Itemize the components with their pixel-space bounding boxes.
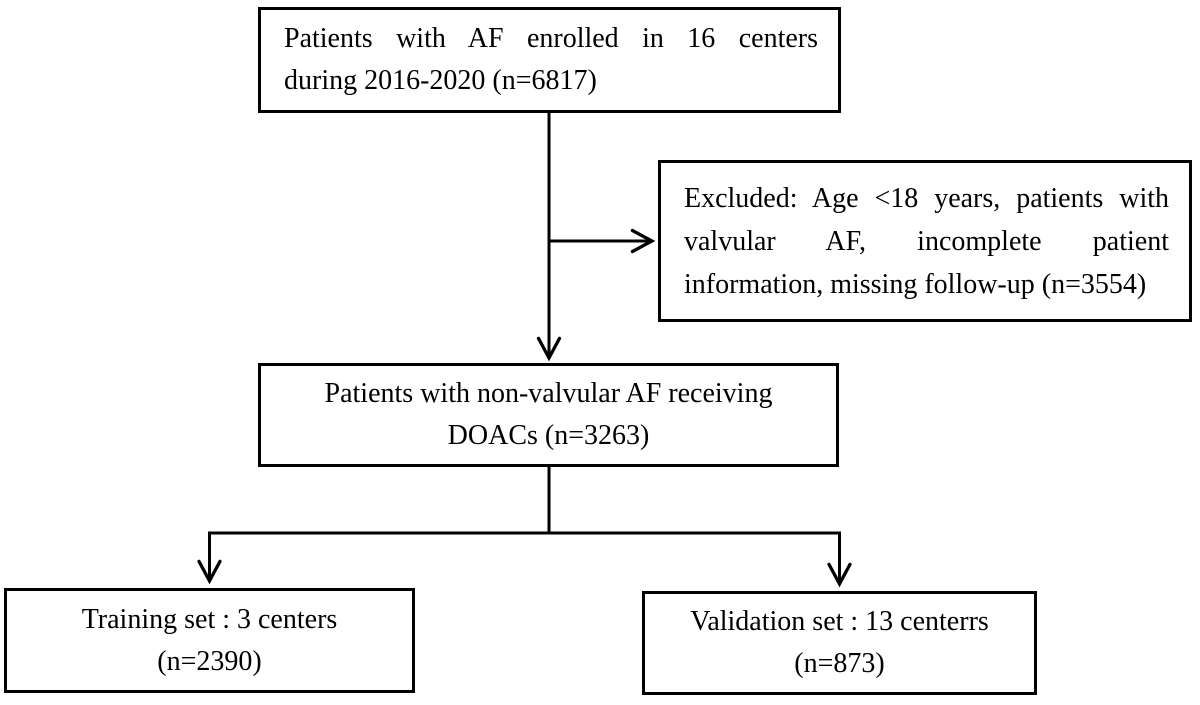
node-training-line2: (n=2390)	[157, 645, 262, 677]
node-training-line1: Training set : 3 centers	[81, 603, 338, 635]
node-validation-line2: (n=873)	[794, 648, 885, 679]
node-excluded-line1: Excluded: Age <18 years, patients with	[684, 182, 1169, 214]
node-excluded-line3: information, missing follow-up (n=3554)	[684, 268, 1147, 300]
node-excluded: Excluded: Age <18 years, patients with v…	[658, 160, 1192, 322]
node-enrolled-line1: Patients with AF enrolled in 16 centers	[284, 23, 818, 54]
node-excluded-line2: valvular AF, incomplete patient	[684, 225, 1169, 257]
node-training-set: Training set : 3 centers (n=2390)	[4, 588, 415, 693]
node-validation-line1: Validation set : 13 centerrs	[690, 606, 989, 637]
node-validation-set: Validation set : 13 centerrs (n=873)	[642, 591, 1037, 695]
node-nonvalvular-line2: DOACs (n=3263)	[447, 420, 650, 451]
node-enrolled-line2: during 2016-2020 (n=6817)	[284, 65, 597, 96]
node-nonvalvular: Patients with non-valvular AF receiving …	[258, 363, 839, 467]
node-nonvalvular-line1: Patients with non-valvular AF receiving	[324, 378, 773, 409]
node-enrolled: Patients with AF enrolled in 16 centers …	[258, 7, 841, 113]
